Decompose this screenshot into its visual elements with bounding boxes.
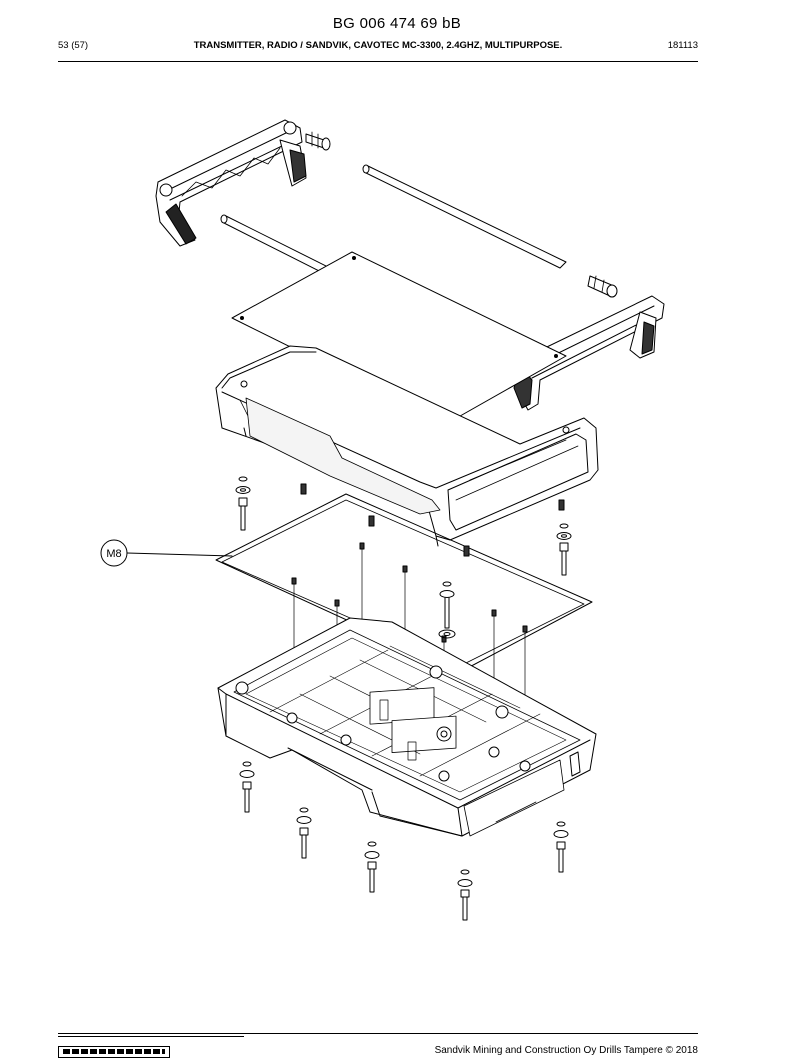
screw-bottom-2 xyxy=(296,807,312,859)
bottom-housing xyxy=(217,617,597,837)
pin-right xyxy=(587,275,618,298)
screw-bottom-5 xyxy=(553,821,569,873)
sandvik-logo xyxy=(58,1046,170,1058)
rod-upper xyxy=(362,164,567,269)
footer-rule xyxy=(58,1033,698,1034)
header-row: 53 (57) TRANSMITTER, RADIO / SANDVIK, CA… xyxy=(58,40,698,54)
center-pin xyxy=(438,581,456,639)
document-code: BG 006 474 69 bB xyxy=(332,15,462,32)
screw-bottom-3 xyxy=(364,841,380,893)
top-cover xyxy=(215,345,599,547)
screw-bottom-4 xyxy=(457,869,473,921)
screw-upper-right xyxy=(556,523,572,576)
callout-m8: M8 xyxy=(100,539,233,567)
pin-top xyxy=(305,131,331,151)
handle-left xyxy=(155,119,307,247)
header-rule xyxy=(58,61,698,62)
screw-bottom-1 xyxy=(239,761,255,813)
page-number: 53 (57) xyxy=(58,40,89,51)
screw-upper-left xyxy=(235,476,251,531)
standoff-screws xyxy=(291,483,565,643)
footer-rule-short xyxy=(58,1036,244,1037)
date-code: 181113 xyxy=(667,40,698,51)
callout-label: M8 xyxy=(106,548,121,560)
copyright-text: Sandvik Mining and Construction Oy Drill… xyxy=(434,1045,698,1056)
document-title: TRANSMITTER, RADIO / SANDVIK, CAVOTEC MC… xyxy=(193,40,563,51)
exploded-view-drawing: M8 xyxy=(100,119,665,921)
